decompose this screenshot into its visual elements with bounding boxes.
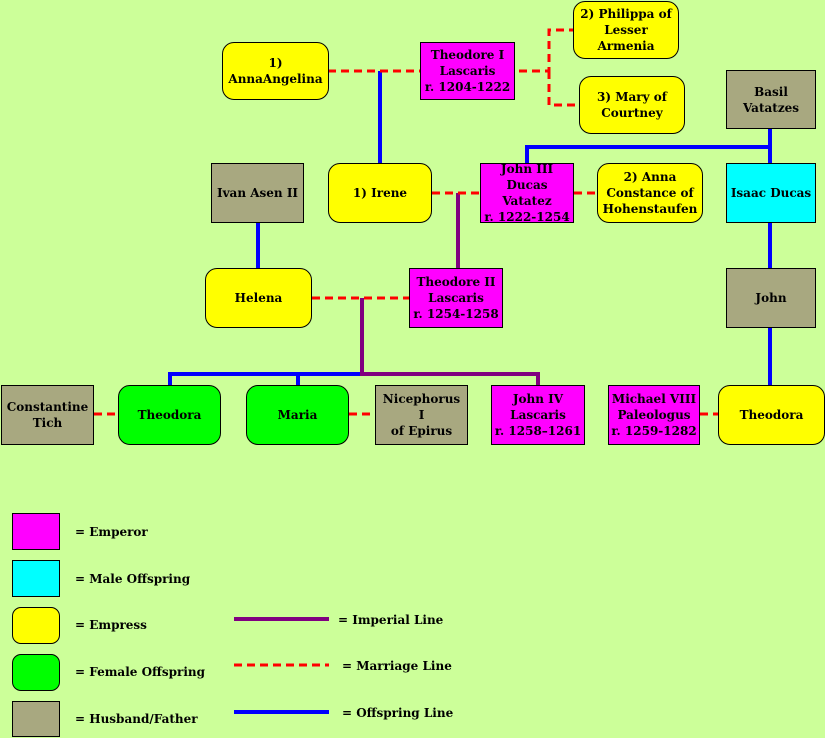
marriage-line-mary <box>547 71 579 107</box>
legend-father-label: = Husband/Father <box>75 712 198 726</box>
node-theodora-daughter: Theodora <box>118 385 221 445</box>
node-john: John <box>726 268 816 328</box>
node-ivan-asen: Ivan Asen II <box>211 163 304 223</box>
node-maria: Maria <box>246 385 349 445</box>
node-constantine-tich: Constantine Tich <box>1 385 94 445</box>
imperial-lines <box>360 193 540 385</box>
node-mary-courtney: 3) Mary of Courtney <box>579 76 685 134</box>
legend-emperor-label: = Emperor <box>75 525 148 539</box>
legend-marriage-line-label: = Marriage Line <box>342 659 452 673</box>
legend-offspring-line-label: = Offspring Line <box>342 706 454 720</box>
node-irene: 1) Irene <box>328 163 432 223</box>
node-michael-viii: Michael VIII Paleologus r. 1259-1282 <box>608 385 700 445</box>
marriage-line-philippa <box>506 28 573 73</box>
node-helena: Helena <box>205 268 312 328</box>
legend-father-swatch <box>12 701 60 737</box>
legend-male-swatch <box>12 560 60 597</box>
node-basil-vatatzes: Basil Vatatzes <box>726 70 816 129</box>
node-nicephorus: Nicephorus I of Epirus <box>375 385 468 445</box>
imperial-line-john-iv <box>360 298 540 385</box>
node-isaac-ducas: Isaac Ducas <box>726 163 816 223</box>
marriage-lines <box>94 28 718 416</box>
node-philippa: 2) Philippa of Lesser Armenia <box>573 1 679 59</box>
legend-male-label: = Male Offspring <box>75 572 191 586</box>
offspring-lines <box>168 71 772 385</box>
legend-empress-swatch <box>12 607 60 644</box>
offspring-line-daughters <box>168 372 360 385</box>
legend-imperial-line-label: = Imperial Line <box>338 613 444 627</box>
node-john-iii: John III Ducas Vatatez r. 1222-1254 <box>480 162 574 224</box>
legend-empress-label: = Empress <box>75 618 147 632</box>
node-theodore-i: Theodore I Lascaris r. 1204-1222 <box>420 42 515 100</box>
legend-emperor-swatch <box>12 513 60 550</box>
node-anna-angelina: 1) AnnaAngelina <box>222 42 329 100</box>
legend-female-label: = Female Offspring <box>75 665 206 679</box>
legend-female-swatch <box>12 654 60 691</box>
node-john-iv: John IV Lascaris r. 1258–1261 <box>491 385 585 445</box>
node-theodore-ii: Theodore II Lascaris r. 1254-1258 <box>409 268 503 328</box>
offspring-line-john-iii <box>525 145 770 163</box>
node-anna-constance: 2) Anna Constance of Hohenstaufen <box>597 163 703 223</box>
node-theodora-empress: Theodora <box>718 385 825 445</box>
